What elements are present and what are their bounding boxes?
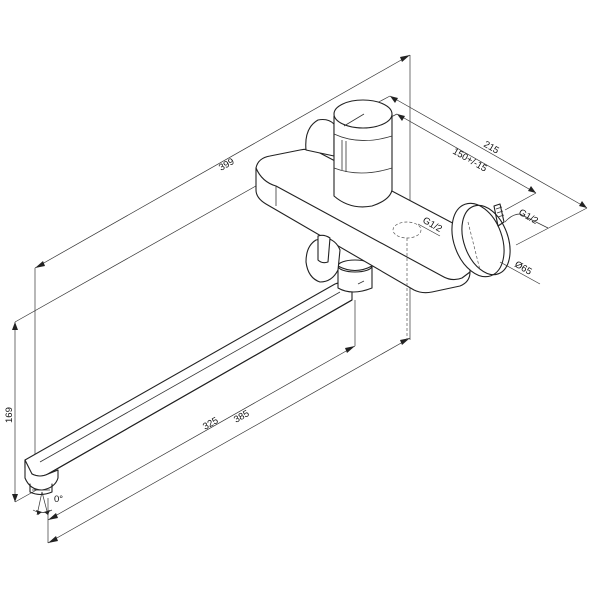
mixing-handle bbox=[305, 99, 393, 208]
dimension-label-385: 385 bbox=[232, 408, 251, 425]
diverter-knob bbox=[305, 234, 341, 283]
flange-diameter-label: Ø65 bbox=[499, 259, 541, 285]
thread-label-eccentric: G1/2 bbox=[504, 207, 549, 229]
dimension-label-325: 325 bbox=[201, 415, 220, 432]
dimension-label-215: 215 bbox=[482, 139, 501, 156]
dimension-label-399: 399 bbox=[217, 156, 236, 173]
dimension-label-169: 169 bbox=[4, 407, 15, 423]
mixer-body bbox=[255, 148, 471, 340]
spout bbox=[24, 281, 353, 496]
dimension-angle-0: 0° bbox=[32, 491, 63, 516]
label-g12-eccentric: G1/2 bbox=[517, 207, 540, 227]
wall-flange bbox=[451, 202, 511, 278]
dimension-150: 150+/-15 bbox=[384, 113, 537, 211]
spout-swivel-collar bbox=[337, 259, 373, 293]
dimension-399: 399 bbox=[34, 54, 411, 490]
dimension-label-150: 150+/-15 bbox=[451, 146, 489, 174]
dimension-215: 215 bbox=[344, 95, 588, 246]
dimension-label-angle: 0° bbox=[54, 494, 63, 505]
dimension-325: 325 bbox=[47, 300, 356, 521]
